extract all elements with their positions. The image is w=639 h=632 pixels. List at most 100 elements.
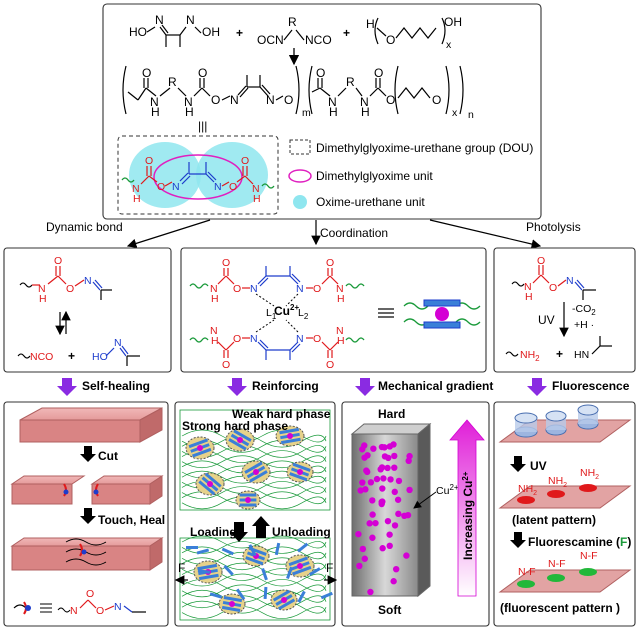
- cu-dot: [370, 445, 377, 452]
- plus-sign-1: +: [236, 26, 243, 40]
- increasing-cu-label: Increasing Cu2+: [461, 471, 475, 560]
- diisocyanate-structure: OCN R NCO: [257, 15, 332, 47]
- photo-plus: +: [556, 347, 563, 361]
- coord-l2: L2: [298, 307, 309, 321]
- h-5: H: [329, 105, 338, 119]
- photo-o1: O: [537, 255, 545, 267]
- sh-o2: O: [96, 605, 104, 617]
- hard-segment: [198, 480, 216, 496]
- dyn-n: N: [38, 283, 46, 295]
- cu-dot: [355, 530, 362, 538]
- coord-o1: O: [222, 257, 230, 269]
- photo-h: H: [525, 291, 533, 303]
- coord-h8: H: [337, 335, 345, 347]
- weak-hard-phase-label: Weak hard phase: [232, 407, 331, 421]
- polymer-chain: [181, 429, 327, 443]
- cu-dot: [406, 452, 413, 460]
- free-hard-segment: [286, 566, 293, 579]
- nh-2: N: [184, 95, 193, 109]
- nh2-c: NH2: [580, 467, 599, 481]
- mask-cylinders: [514, 404, 599, 438]
- cu-dot: [384, 517, 392, 525]
- polymer-chain: [181, 496, 327, 510]
- cu-center: [245, 497, 251, 503]
- cu-center: [297, 563, 303, 569]
- loading-label: Loading: [190, 525, 237, 539]
- coord-n2: N: [250, 283, 258, 295]
- r-2: R: [346, 75, 355, 89]
- reinforcing-panel: Weak hard phase Strong hard phase Loadin…: [174, 401, 338, 627]
- cu-dot: [404, 511, 412, 519]
- legend-dou-label: Dimethylglyoxime-urethane group (DOU): [316, 141, 533, 155]
- polymer-chain: [181, 573, 327, 587]
- force-right: F: [326, 561, 333, 575]
- hard-segment: [188, 438, 209, 449]
- dynamic-bond-panel: N H O O N NCO + HO N: [3, 247, 172, 373]
- legend: Dimethylglyoxime-urethane group (DOU) Di…: [288, 139, 533, 209]
- cu-dot: [378, 464, 386, 471]
- touch-heal-label: Touch, Heal: [98, 513, 165, 527]
- cu-dot: [391, 522, 399, 529]
- photo-uv: UV: [538, 313, 555, 327]
- dou-o2-right: O: [229, 181, 237, 193]
- coord-l1: L1: [266, 307, 277, 321]
- hard-segment: [249, 470, 268, 483]
- cu-dot: [356, 562, 363, 570]
- coord-h1: H: [211, 293, 219, 305]
- n-4: N: [266, 93, 275, 107]
- cu-dot: [379, 545, 386, 552]
- strong-hard-phase-label: Strong hard phase: [182, 419, 288, 433]
- free-hard-segment: [320, 591, 333, 600]
- hard-segment: [280, 437, 301, 445]
- cu-dot: [359, 545, 367, 553]
- hard-segment: [277, 598, 296, 611]
- cu-dot: [367, 479, 375, 486]
- oxime-urethane-circle-right: [196, 142, 268, 208]
- property-arrows: Self-healing Reinforcing Mechanical grad…: [57, 378, 630, 396]
- hard-segment: [198, 573, 219, 581]
- o-6: O: [374, 66, 383, 80]
- polymer-chain: [181, 445, 327, 458]
- n-subscript: n: [468, 109, 474, 121]
- nh2-a: NH2: [518, 483, 537, 497]
- cu-dot: [380, 475, 387, 482]
- coord-o4: O: [326, 257, 334, 269]
- cu-center: [281, 597, 287, 603]
- photo-nh2: NH2: [520, 349, 540, 363]
- dyn-n3: N: [114, 337, 122, 349]
- cu-dot: [387, 476, 394, 483]
- hard-segment: [244, 461, 263, 474]
- dou-n-right: N: [214, 181, 222, 193]
- polymer-chain: [181, 535, 327, 549]
- equivalence-mark: |||: [198, 119, 207, 133]
- hard-segment: [272, 589, 291, 602]
- coordination-panel: N H O O N N O O N H L1 Cu2+ L2: [180, 247, 487, 373]
- free-hard-segment: [274, 542, 281, 556]
- nh2-b: NH2: [548, 475, 567, 489]
- free-hard-segment: [209, 592, 223, 599]
- cu-dot: [361, 555, 368, 562]
- coord-n1: N: [210, 283, 218, 295]
- cu-dot: [373, 475, 381, 483]
- dimethylglyoxime-ellipse: [153, 154, 243, 200]
- cu-label: Cu2+: [436, 483, 459, 497]
- hard-domains-lower: [181, 535, 333, 619]
- cu-dots: [355, 441, 413, 596]
- cu-center: [229, 601, 235, 607]
- fluor-uv-label: UV: [530, 459, 547, 473]
- dou-group-box: N H O O N N O O N H: [117, 135, 279, 215]
- prop-mech-gradient: Mechanical gradient: [378, 379, 493, 393]
- sh-n: N: [114, 601, 122, 613]
- coord-h4: H: [337, 293, 345, 305]
- cu-dot: [406, 486, 413, 494]
- h-6: H: [361, 105, 370, 119]
- coord-o3: O: [313, 283, 321, 295]
- dimethylglyoxime-structure: HO N N OH: [129, 13, 220, 47]
- legend-oxu-label: Oxime-urethane unit: [316, 195, 425, 209]
- coord-o8: O: [326, 359, 334, 371]
- polymer-chain: [181, 595, 327, 609]
- dou-nh-left: N: [132, 183, 140, 195]
- n-3: N: [230, 93, 239, 107]
- coord-cu: Cu2+: [274, 303, 299, 318]
- cu-dot: [363, 467, 370, 474]
